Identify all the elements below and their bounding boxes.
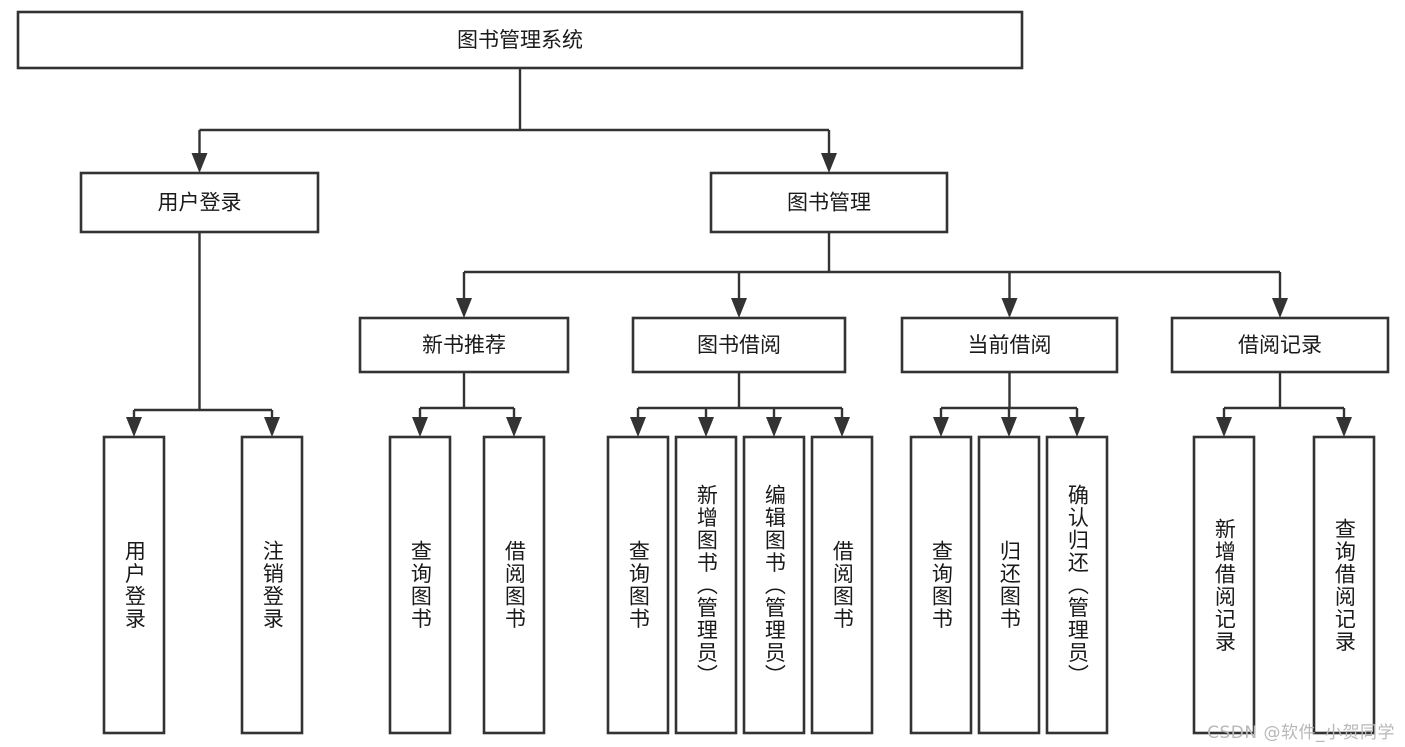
node-l3-label-当前借阅: 当前借阅: [968, 333, 1052, 357]
node-l2-图书管理[interactable]: [709, 171, 949, 234]
grp-图书借阅-arrow-2: [766, 417, 782, 437]
node-leaf-10-确认归还管理员[interactable]: [1045, 435, 1109, 735]
node-l2-label-图书管理: 图书管理: [787, 191, 871, 215]
node-root[interactable]: [16, 10, 1024, 70]
node-l3-当前借阅[interactable]: [900, 316, 1119, 374]
node-l3-label-借阅记录: 借阅记录: [1238, 333, 1322, 357]
node-leaf-1-注销登录[interactable]: [240, 435, 304, 735]
grp-图书借阅-arrow-3: [834, 417, 850, 437]
node-l3-label-图书借阅: 图书借阅: [697, 333, 781, 357]
node-leaf-4-查询图书[interactable]: [606, 435, 670, 735]
watermark-text: CSDN @软件_小贺同学: [1207, 723, 1395, 743]
connector-layer: [126, 68, 1352, 437]
box-layer: [16, 10, 1390, 735]
node-leaf-11-新增借阅记录[interactable]: [1192, 435, 1256, 735]
node-leaf-9-归还图书[interactable]: [977, 435, 1041, 735]
grp-图书借阅-arrow-0: [630, 417, 646, 437]
grp-新书推荐-arrow-1: [506, 417, 522, 437]
node-leaf-6-编辑图书管理员[interactable]: [742, 435, 806, 735]
tushuguanli-arrow-2: [1001, 298, 1018, 318]
grp-图书借阅-arrow-1: [698, 417, 714, 437]
root-arrow-0: [191, 153, 208, 173]
grp-当前借阅-arrow-1: [1001, 417, 1017, 437]
node-l3-新书推荐[interactable]: [358, 316, 570, 374]
tushuguanli-arrow-3: [1272, 298, 1288, 318]
node-leaf-7-借阅图书[interactable]: [810, 435, 874, 735]
node-leaf-12-查询借阅记录[interactable]: [1312, 435, 1376, 735]
grp-当前借阅-arrow-2: [1069, 417, 1085, 437]
node-leaf-0-用户登录[interactable]: [102, 435, 166, 735]
tushuguanli-arrow-1: [731, 298, 747, 318]
grp-用户登录-arrow-1: [264, 417, 280, 437]
node-l2-label-用户登录: 用户登录: [158, 191, 242, 215]
tushuguanli-arrow-0: [456, 298, 472, 318]
node-root-label: 图书管理系统: [457, 28, 583, 52]
node-leaf-2-查询图书[interactable]: [388, 435, 452, 735]
grp-借阅记录-arrow-1: [1336, 417, 1352, 437]
grp-借阅记录-arrow-0: [1216, 417, 1232, 437]
node-l3-图书借阅[interactable]: [631, 316, 847, 374]
grp-用户登录-arrow-0: [126, 417, 142, 437]
grp-新书推荐-arrow-0: [412, 417, 428, 437]
node-leaf-5-新增图书管理员[interactable]: [674, 435, 738, 735]
root-arrow-1: [821, 153, 837, 173]
grp-当前借阅-arrow-0: [933, 417, 949, 437]
node-leaf-8-查询图书[interactable]: [909, 435, 973, 735]
node-leaf-3-借阅图书[interactable]: [482, 435, 546, 735]
node-l3-借阅记录[interactable]: [1170, 316, 1390, 374]
node-l3-label-新书推荐: 新书推荐: [422, 333, 506, 357]
node-l2-用户登录[interactable]: [79, 171, 320, 234]
